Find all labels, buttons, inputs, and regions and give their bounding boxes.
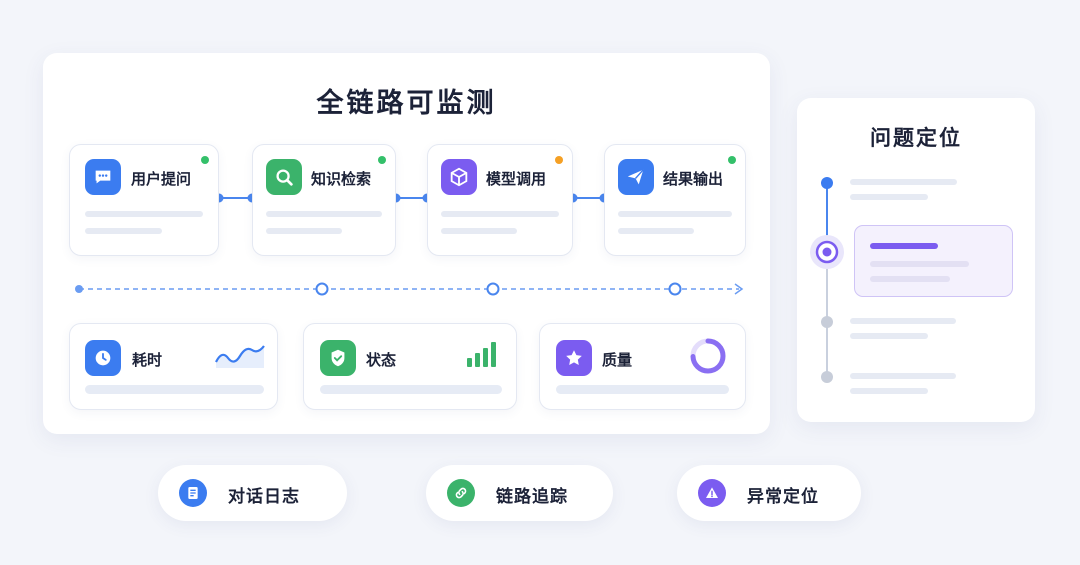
metric-card-latency[interactable]: 耗时 [69, 323, 278, 410]
status-dot [555, 156, 563, 164]
link-icon [447, 479, 475, 507]
placeholder-line [850, 179, 957, 185]
placeholder-line [85, 228, 162, 234]
step-card-result-output[interactable]: 结果输出 [604, 144, 746, 256]
sparkline-graphic [215, 345, 265, 368]
step-label: 结果输出 [663, 170, 724, 188]
metric-card-status[interactable]: 状态 [303, 323, 517, 410]
shield-check-icon [320, 340, 356, 376]
panel-title: 全链路可监测 [316, 88, 497, 119]
feature-pill-anomaly-locate[interactable]: 异常定位 [677, 465, 861, 521]
metric-label: 质量 [602, 351, 633, 369]
warning-icon [698, 479, 726, 507]
status-dot [201, 156, 209, 164]
status-dot [378, 156, 386, 164]
document-icon [179, 479, 207, 507]
feature-label: 链路追踪 [496, 487, 568, 507]
step-label: 模型调用 [486, 170, 547, 188]
feature-pill-trace[interactable]: 链路追踪 [426, 465, 613, 521]
step-card-model-call[interactable]: 模型调用 [427, 144, 573, 256]
feature-label: 异常定位 [747, 487, 819, 507]
placeholder-line [850, 333, 928, 339]
step-label: 用户提问 [131, 170, 192, 188]
search-icon [266, 159, 302, 195]
feature-pill-conversation-log[interactable]: 对话日志 [158, 465, 347, 521]
issue-locate-panel: 问题定位 [797, 98, 1035, 422]
metric-bar [85, 385, 264, 394]
step-card-knowledge-search[interactable]: 知识检索 [252, 144, 396, 256]
placeholder-line [870, 276, 950, 282]
signal-bars-graphic [467, 342, 496, 367]
metric-bar [320, 385, 502, 394]
placeholder-line [85, 211, 203, 217]
placeholder-line [618, 228, 694, 234]
cube-icon [441, 159, 477, 195]
clock-icon [85, 340, 121, 376]
placeholder-line [850, 194, 928, 200]
feature-label: 对话日志 [228, 487, 300, 507]
metric-card-quality[interactable]: 质量 [539, 323, 746, 410]
monitoring-panel: 全链路可监测 用户提问 知识检索 [43, 53, 770, 434]
step-card-user-question[interactable]: 用户提问 [69, 144, 219, 256]
donut-graphic [690, 338, 726, 374]
placeholder-line [850, 373, 956, 379]
chat-bubble-icon [85, 159, 121, 195]
placeholder-line [266, 228, 342, 234]
metric-label: 耗时 [132, 351, 163, 369]
status-dot [728, 156, 736, 164]
highlight-bar [870, 243, 938, 249]
placeholder-line [870, 261, 969, 267]
send-icon [618, 159, 654, 195]
metric-bar [556, 385, 729, 394]
trace-timeline [810, 177, 844, 383]
star-icon [556, 340, 592, 376]
placeholder-line [441, 211, 559, 217]
placeholder-line [850, 318, 956, 324]
panel-title: 问题定位 [870, 126, 962, 150]
placeholder-line [850, 388, 928, 394]
step-label: 知识检索 [311, 170, 372, 188]
placeholder-line [266, 211, 382, 217]
highlighted-trace-item[interactable] [854, 225, 1013, 297]
metric-label: 状态 [366, 351, 397, 369]
placeholder-line [441, 228, 517, 234]
placeholder-line [618, 211, 732, 217]
